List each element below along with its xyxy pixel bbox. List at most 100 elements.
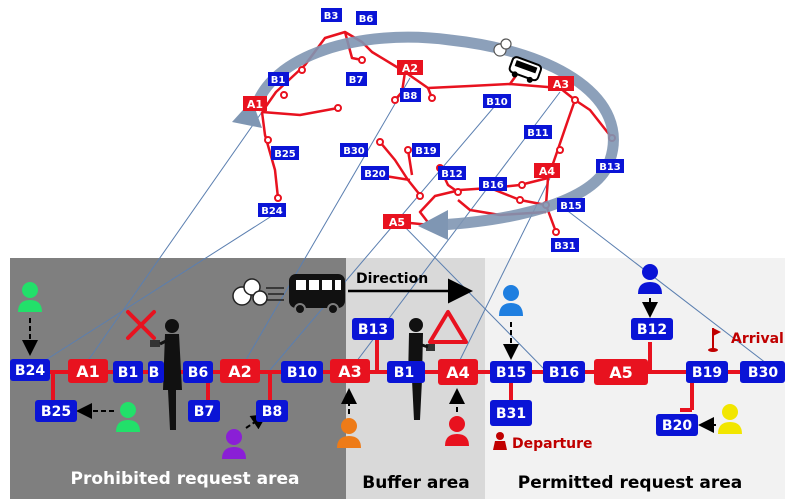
map-stop-B6 bbox=[356, 11, 377, 25]
passenger-icon-yellow bbox=[718, 404, 742, 434]
svg-text:B16: B16 bbox=[549, 365, 579, 381]
svg-text:B20: B20 bbox=[364, 169, 386, 180]
map-stop-B13 bbox=[596, 159, 624, 173]
svg-text:B12: B12 bbox=[637, 322, 667, 338]
passenger-icon-purple bbox=[222, 429, 246, 459]
prohibited-cross-icon bbox=[126, 310, 156, 340]
map-stop-B7 bbox=[346, 72, 367, 86]
svg-text:B30: B30 bbox=[748, 365, 778, 381]
svg-text:B12: B12 bbox=[441, 169, 463, 180]
map-stop-B8 bbox=[400, 88, 421, 102]
buffer-area-label: Buffer area bbox=[362, 473, 470, 493]
line-stop-B25 bbox=[35, 400, 77, 422]
circulation-arrowhead-bottom bbox=[418, 210, 448, 240]
line-stop-B16 bbox=[543, 361, 585, 383]
line-stop-Bx bbox=[148, 361, 164, 383]
map-stop-A1 bbox=[243, 96, 267, 111]
passenger-icon-orange bbox=[337, 418, 361, 448]
svg-text:A1: A1 bbox=[76, 362, 100, 381]
map-stop-A4 bbox=[534, 163, 560, 178]
map-stop-B30 bbox=[340, 143, 368, 157]
permitted-area-label: Permitted request area bbox=[518, 473, 743, 493]
exhaust-puff-large bbox=[232, 278, 268, 306]
svg-text:A2: A2 bbox=[402, 62, 418, 75]
map-stop-B10 bbox=[483, 94, 511, 108]
map-stop-labels: B3 B6 B1 B7 A2 B8 A1 A3 B10 B11 B25 B30 … bbox=[243, 8, 624, 252]
svg-text:B15: B15 bbox=[496, 365, 526, 381]
svg-text:B1: B1 bbox=[118, 365, 138, 381]
svg-text:A4: A4 bbox=[446, 363, 470, 382]
svg-text:B24: B24 bbox=[15, 363, 45, 379]
map-stop-A5 bbox=[383, 214, 411, 229]
line-stop-A2 bbox=[220, 359, 260, 383]
svg-text:B3: B3 bbox=[324, 11, 339, 22]
map-stop-B31 bbox=[551, 238, 579, 252]
svg-text:B20: B20 bbox=[662, 418, 692, 434]
svg-text:B13: B13 bbox=[599, 162, 621, 173]
map-stop-B19 bbox=[412, 143, 440, 157]
arrival-label: Arrival bbox=[731, 331, 784, 347]
line-stop-B10 bbox=[281, 361, 323, 383]
map-stop-A2 bbox=[397, 60, 423, 75]
line-stop-B15 bbox=[490, 361, 532, 383]
svg-text:B25: B25 bbox=[274, 149, 296, 160]
svg-text:A2: A2 bbox=[228, 362, 252, 381]
svg-text:A3: A3 bbox=[338, 362, 362, 381]
map-stop-B16 bbox=[479, 177, 507, 191]
map-stop-B12 bbox=[438, 166, 466, 180]
passenger-icon-green-top bbox=[18, 282, 42, 312]
line-stop-B31 bbox=[490, 400, 532, 426]
svg-text:B8: B8 bbox=[262, 404, 282, 420]
standing-person-icon-1 bbox=[150, 319, 182, 430]
line-stop-B13 bbox=[352, 318, 394, 340]
line-stop-B20 bbox=[656, 414, 698, 436]
departure-person-icon bbox=[493, 432, 507, 450]
map-stop-B15 bbox=[557, 198, 585, 212]
line-stop-A5 bbox=[594, 359, 648, 385]
svg-text:B16: B16 bbox=[482, 180, 504, 191]
svg-text:B24: B24 bbox=[261, 206, 283, 217]
line-stop-B30 bbox=[740, 361, 785, 383]
arrival-flag-icon bbox=[708, 328, 721, 352]
svg-text:B19: B19 bbox=[415, 146, 437, 157]
line-stop-A1 bbox=[68, 359, 108, 383]
map-stop-B20 bbox=[361, 166, 389, 180]
map-stop-B11 bbox=[524, 125, 552, 139]
svg-text:B25: B25 bbox=[41, 404, 71, 420]
map-stop-B24 bbox=[258, 203, 286, 217]
line-stop-B12 bbox=[631, 318, 673, 340]
svg-text:B8: B8 bbox=[403, 91, 418, 102]
line-stop-B1 bbox=[113, 361, 143, 383]
svg-text:A3: A3 bbox=[553, 78, 569, 91]
svg-text:B1: B1 bbox=[271, 75, 286, 86]
line-stop-labels: B24 A1 B1 B B6 A2 B10 A3 B13 B1 A4 B15 B… bbox=[10, 318, 785, 436]
svg-text:A1: A1 bbox=[247, 98, 263, 111]
exhaust-lines bbox=[266, 287, 284, 301]
svg-text:A4: A4 bbox=[539, 165, 556, 178]
passenger-icon-red bbox=[445, 416, 469, 446]
svg-text:B7: B7 bbox=[194, 404, 214, 420]
svg-text:B6: B6 bbox=[188, 365, 208, 381]
svg-text:B10: B10 bbox=[287, 365, 317, 381]
line-stop-B7 bbox=[188, 400, 220, 422]
line-stop-B24 bbox=[10, 359, 50, 381]
exhaust-puff-small bbox=[493, 38, 512, 57]
bus-icon-large bbox=[289, 274, 345, 315]
svg-text:A5: A5 bbox=[389, 216, 405, 229]
svg-text:B: B bbox=[149, 365, 160, 381]
map-stop-B3 bbox=[321, 8, 342, 22]
passenger-icon-blue-left bbox=[499, 285, 523, 316]
line-stop-A3 bbox=[330, 359, 370, 383]
passenger-icon-blue-right bbox=[638, 264, 662, 294]
svg-text:B1: B1 bbox=[394, 365, 414, 381]
line-stop-B11 bbox=[387, 361, 425, 383]
map-stop-B25 bbox=[271, 146, 299, 160]
passenger-icon-green-bottom bbox=[116, 402, 140, 432]
map-stop-A3 bbox=[548, 76, 574, 91]
prohibited-area-label: Prohibited request area bbox=[71, 469, 300, 489]
bus-icon-small bbox=[508, 56, 543, 83]
svg-text:B10: B10 bbox=[486, 97, 508, 108]
direction-label: Direction bbox=[356, 271, 428, 287]
